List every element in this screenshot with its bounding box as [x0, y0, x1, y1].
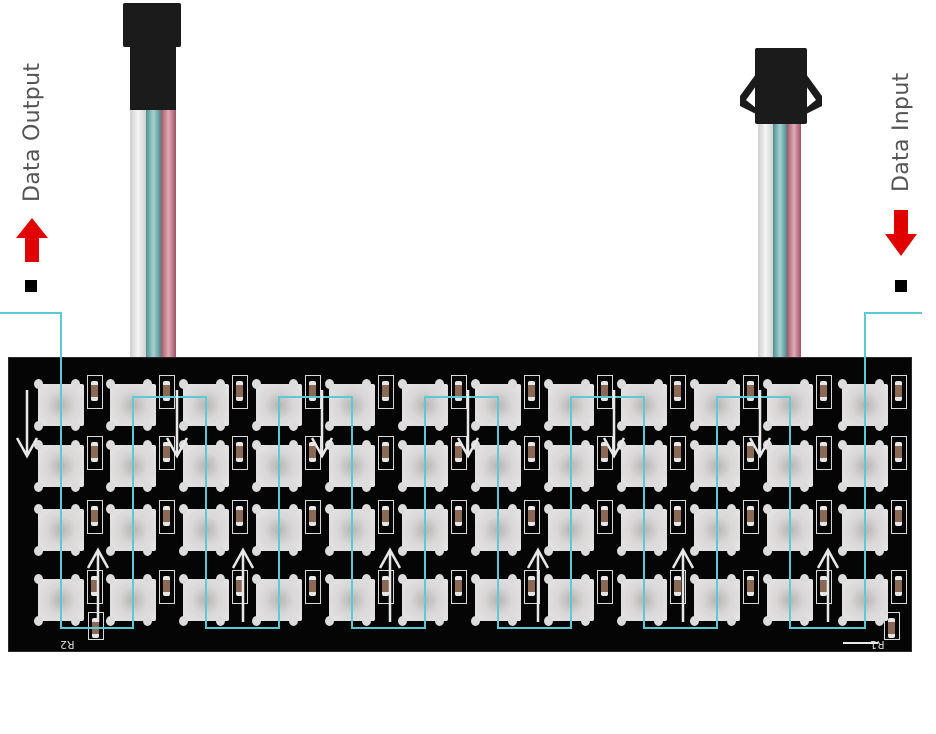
capacitor [743, 500, 759, 534]
capacitor [597, 570, 613, 604]
data-trace-path [0, 312, 922, 629]
arrow-up-icon [526, 547, 550, 622]
output-pin-marker [25, 280, 37, 292]
arrow-up-icon [671, 547, 695, 622]
arrow-down-icon [165, 390, 189, 459]
capacitor [524, 570, 540, 604]
capacitor [524, 375, 540, 409]
capacitor [159, 500, 175, 534]
capacitor [816, 436, 832, 470]
input-connector-latches [740, 74, 822, 114]
capacitor [232, 375, 248, 409]
capacitor [816, 500, 832, 534]
capacitor [378, 500, 394, 534]
capacitor [305, 570, 321, 604]
capacitor [451, 500, 467, 534]
arrow-down-icon [885, 210, 917, 256]
capacitor [378, 436, 394, 470]
capacitor [743, 570, 759, 604]
capacitor [891, 500, 907, 534]
capacitor [87, 375, 103, 409]
arrow-down-icon [602, 390, 626, 459]
capacitor [159, 570, 175, 604]
output-wire-red [161, 110, 176, 358]
capacitor [305, 375, 321, 409]
arrow-up-icon [86, 547, 110, 622]
capacitor [670, 500, 686, 534]
capacitor [891, 436, 907, 470]
capacitor [232, 500, 248, 534]
capacitor [451, 570, 467, 604]
capacitor [524, 500, 540, 534]
capacitor [451, 375, 467, 409]
capacitor [87, 436, 103, 470]
capacitor [87, 570, 103, 604]
capacitor [597, 375, 613, 409]
arrow-down-icon [310, 390, 334, 459]
capacitor [816, 570, 832, 604]
output-connector [123, 3, 181, 47]
capacitor [891, 570, 907, 604]
arrow-up-icon [816, 547, 840, 622]
input-wire-red [787, 124, 801, 358]
arrow-up-icon [378, 547, 402, 622]
arrow-up-icon [16, 218, 48, 262]
capacitor [232, 436, 248, 470]
capacitor [670, 436, 686, 470]
capacitor [87, 500, 103, 534]
output-wire-white [130, 110, 146, 358]
capacitor [743, 375, 759, 409]
input-connector [755, 48, 807, 124]
resistor [884, 612, 900, 640]
arrow-down-icon [456, 390, 480, 459]
arrow-down-icon [15, 390, 39, 459]
capacitor [524, 436, 540, 470]
arrow-down-icon [748, 390, 772, 459]
capacitor [891, 375, 907, 409]
capacitor [159, 375, 175, 409]
output-connector-body [130, 44, 176, 110]
output-wire-teal [146, 110, 161, 358]
capacitor [378, 570, 394, 604]
input-wire-white [758, 124, 773, 358]
capacitor [305, 500, 321, 534]
capacitor [597, 500, 613, 534]
capacitor [378, 375, 394, 409]
input-wire-teal [773, 124, 787, 358]
capacitor [232, 570, 248, 604]
arrow-up-icon [231, 547, 255, 622]
input-pin-marker [895, 280, 907, 292]
capacitor [670, 375, 686, 409]
capacitor [816, 375, 832, 409]
capacitor [670, 570, 686, 604]
